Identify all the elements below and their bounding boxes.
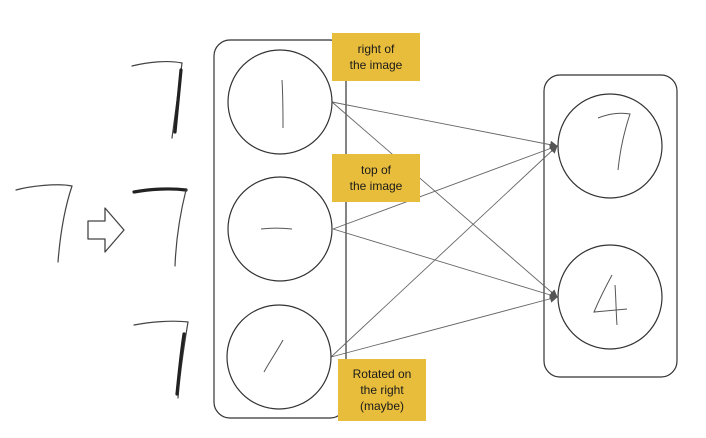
- vertical-stroke-sketch: [281, 79, 284, 129]
- note-top-of-image: top of the image: [332, 154, 420, 202]
- seven-variant-right-bold: [131, 60, 183, 139]
- note-right-of-image: right of the image: [332, 33, 420, 81]
- horizontal-stroke-sketch: [260, 227, 293, 230]
- hidden-neuron-1: [227, 49, 333, 155]
- hidden-layer-box: [213, 39, 347, 419]
- seven-variant-rotated-bold: [133, 320, 189, 399]
- note-rotated-right: Rotated on the right (maybe): [338, 359, 426, 421]
- note-rotated-line1: Rotated on: [352, 367, 412, 381]
- hidden-neuron-2: [227, 176, 333, 282]
- edge-h2-o2: [332, 228, 558, 299]
- digit-four-sketch: [593, 274, 628, 326]
- edge-h3-o1: [330, 145, 558, 358]
- note-rotated-line3: (maybe): [359, 399, 404, 413]
- note-right-line2: the image: [349, 58, 403, 72]
- edge-h1-o2: [331, 101, 558, 298]
- network-edges: [330, 101, 558, 358]
- note-top-line2: the image: [349, 179, 403, 193]
- output-layer-box: [543, 74, 678, 378]
- note-top-line1: top of: [360, 163, 392, 177]
- edge-h3-o2: [330, 294, 558, 358]
- arrow-right-icon: [87, 207, 125, 253]
- input-digit-seven-sketch: [15, 184, 73, 263]
- note-rotated-line2: the right: [360, 383, 404, 397]
- diagonal-stroke-sketch: [263, 339, 284, 373]
- note-right-line1: right of: [357, 42, 395, 56]
- digit-seven-sketch: [597, 112, 631, 171]
- edge-h1-o1: [331, 101, 558, 149]
- seven-variant-top-bold: [132, 187, 188, 267]
- output-neuron-four: [557, 244, 663, 350]
- edge-h2-o1: [332, 144, 558, 230]
- output-neuron-seven: [557, 93, 663, 199]
- hidden-neuron-3: [226, 304, 332, 410]
